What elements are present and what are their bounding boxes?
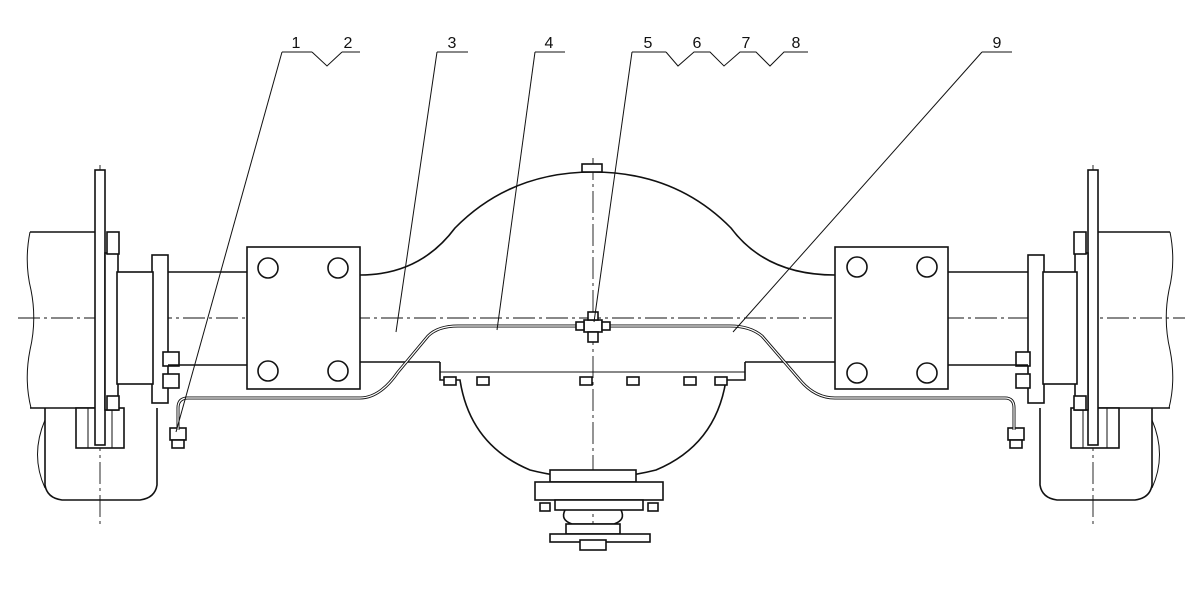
callout-4: 4 xyxy=(545,35,554,52)
callout-8: 8 xyxy=(792,35,801,52)
right-hub-flange xyxy=(1015,254,1078,404)
callout-labels: 1 2 3 4 5 6 7 8 9 xyxy=(292,35,1002,52)
callout-2: 2 xyxy=(344,35,353,52)
right-frame-rail xyxy=(1093,231,1174,409)
right-wheel xyxy=(1039,407,1160,501)
left-frame-rail xyxy=(26,231,100,409)
left-brake-fitting xyxy=(169,427,187,449)
axle-housing xyxy=(168,163,1028,551)
left-hub-flange xyxy=(116,254,180,404)
right-brake-fitting xyxy=(1007,427,1025,449)
callout-5: 5 xyxy=(644,35,653,52)
left-mounting-plate xyxy=(94,169,120,446)
callout-3: 3 xyxy=(448,35,457,52)
callout-1: 1 xyxy=(292,35,301,52)
callout-6: 6 xyxy=(693,35,702,52)
left-spring-seat xyxy=(246,246,361,390)
callout-9: 9 xyxy=(993,35,1002,52)
leader-lines xyxy=(175,51,1012,433)
right-mounting-plate xyxy=(1073,169,1099,446)
callout-7: 7 xyxy=(742,35,751,52)
right-spring-seat xyxy=(834,246,949,390)
brake-tee-fitting xyxy=(575,311,611,343)
